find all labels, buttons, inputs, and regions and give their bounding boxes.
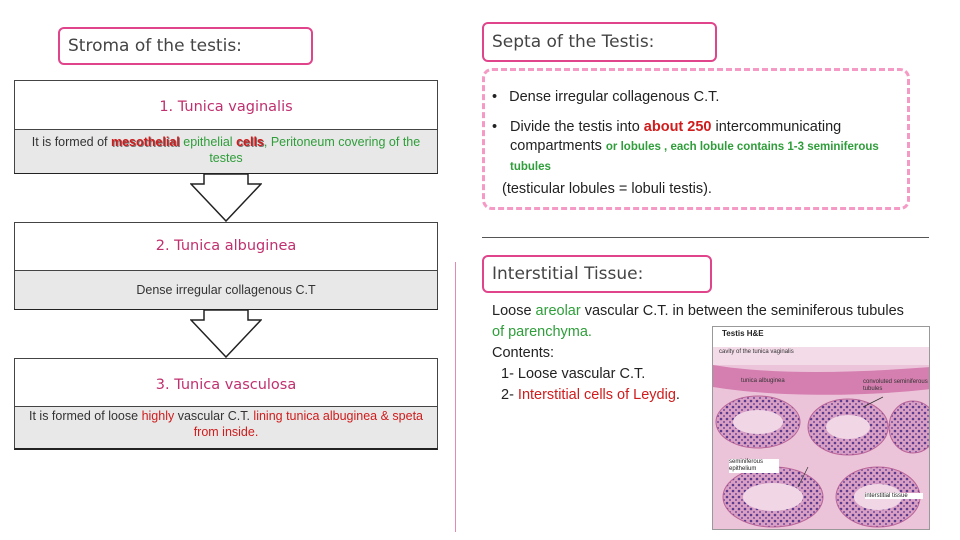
image-label-cavity: cavity of the tunica vaginalis	[719, 349, 794, 355]
interstitial-line-1: Loose areolar vascular C.T. in between t…	[492, 301, 912, 343]
contents-item-1: 1- Loose vascular C.T.	[501, 366, 646, 382]
bullet-note: or lobules , each lobule contains 1-3 se…	[510, 141, 879, 173]
septa-title: Septa of the Testis:	[482, 22, 717, 62]
tunica-vaginalis-title: 1. Tunica vaginalis	[15, 81, 437, 130]
text-fragment: It is formed of loose	[29, 409, 142, 423]
interstitial-text: Loose areolar vascular C.T. in between t…	[492, 301, 912, 406]
text-fragment: It is formed of	[31, 135, 111, 149]
highly-word: highly	[141, 409, 175, 423]
lobules-note: (testicular lobules = lobuli testis).	[502, 181, 712, 197]
vertical-divider	[455, 262, 456, 532]
image-label-epithelium: seminiferous epithelium	[729, 459, 779, 473]
text-fragment: epithelial	[179, 135, 237, 149]
image-label-interstitial: interstitial tissue	[865, 493, 923, 499]
stroma-title: Stroma of the testis:	[58, 27, 313, 65]
tunica-albuginea-title: 2. Tunica albuginea	[15, 223, 437, 271]
contents-item-2: 2- Interstitial cells of Leydig.	[492, 385, 912, 406]
bullet-text: intercommunicating compartments	[510, 119, 842, 154]
cells-word: cells	[236, 135, 264, 149]
tunica-albuginea-text: Dense irregular collagenous C.T	[15, 271, 437, 309]
text-fragment: vascular C.T. in between the seminiferou…	[580, 303, 904, 319]
areolar-word: areolar	[535, 303, 581, 319]
septa-dashed-box	[482, 68, 910, 210]
text-fragment: .	[675, 387, 680, 403]
text-fragment: lining tunica albuginea & speta from ins…	[193, 409, 423, 439]
leydig-cells: Interstitial cells of Leydig	[517, 387, 676, 403]
tunica-vasculosa-title: 3. Tunica vasculosa	[15, 359, 437, 407]
contents-label: Contents:	[492, 345, 555, 361]
septa-bullet-1: • Dense irregular collagenous C.T.	[492, 89, 902, 105]
bullet-dot: •	[492, 89, 498, 105]
text-fragment: , Peritoneum covering of the testes	[209, 135, 421, 165]
tunica-albuginea-box: 2. Tunica albuginea Dense irregular coll…	[14, 222, 438, 310]
image-label-tubules: convoluted seminiferous tubules	[863, 379, 928, 392]
tunica-vaginalis-box: 1. Tunica vaginalis It is formed of meso…	[14, 80, 438, 174]
tunica-vaginalis-text: It is formed of mesothelial epithelial c…	[15, 130, 437, 173]
image-title: Testis H&E	[722, 329, 764, 338]
text-fragment: vascular C.T.	[174, 409, 254, 423]
down-arrow-icon	[190, 310, 262, 358]
mesothelial-word: mesothelial	[110, 135, 180, 149]
image-label-albuginea: tunica albuginea	[741, 378, 785, 384]
histology-image-svg	[713, 327, 929, 529]
text-fragment: of parenchyma.	[492, 324, 592, 340]
tunica-vasculosa-text: It is formed of loose highly vascular C.…	[15, 407, 437, 448]
tunica-vasculosa-box: 3. Tunica vasculosa It is formed of loos…	[14, 358, 438, 450]
septa-bullet-2: • Divide the testis into about 250 inter…	[492, 118, 902, 177]
text-fragment: Loose	[492, 303, 536, 319]
bullet-text: Dense irregular collagenous C.T.	[509, 89, 720, 105]
interstitial-title: Interstitial Tissue:	[482, 255, 712, 293]
histology-image: Testis H&E cavity of the tunica vaginali…	[712, 326, 930, 530]
about-250: about 250	[643, 119, 712, 135]
text-fragment: 2-	[501, 387, 518, 403]
bullet-text: Divide the testis into	[510, 119, 644, 135]
down-arrow-icon	[190, 174, 262, 222]
bullet-dot: •	[492, 119, 498, 135]
horizontal-divider	[482, 237, 929, 238]
